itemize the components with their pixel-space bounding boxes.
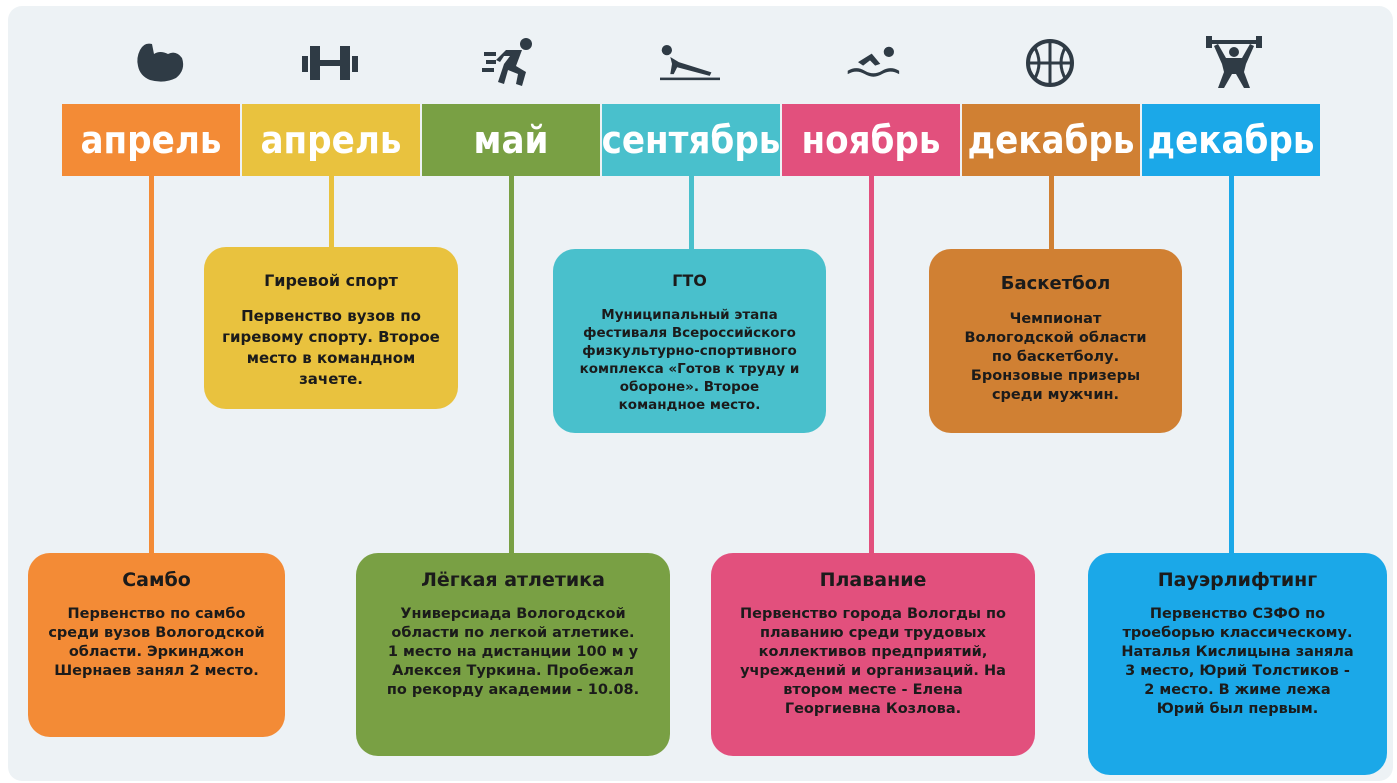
month-label: декабрь [962,104,1140,176]
event-card-powerlifting: Пауэрлифтинг Первенство СЗФО по троеборь… [1088,553,1387,775]
month-label: апрель [242,104,420,176]
event-text: Универсиада Вологодской области по легко… [386,606,640,698]
runner-icon [482,36,542,90]
event-text: Чемпионат Вологодской области по баскетб… [964,311,1147,403]
event-title: Самбо [122,569,191,591]
connector-line [1049,176,1054,250]
month-label: апрель [62,104,240,176]
event-title: Лёгкая атлетика [421,569,605,591]
event-card-sambo: Самбо Первенство по самбо среди вузов Во… [28,553,285,737]
month-label: май [422,104,600,176]
swimmer-icon [846,36,906,90]
connector-line [1229,176,1234,554]
event-text: Муниципальный этапа фестиваля Всероссийс… [579,307,800,413]
connector-line [869,176,874,554]
weightlifter-icon [1204,36,1264,90]
event-card-swimming: Плавание Первенство города Вологды по пл… [711,553,1035,756]
event-text: Первенство вузов по гиревому спорту. Вто… [222,307,440,388]
event-card-gto: ГТО Муниципальный этапа фестиваля Всерос… [553,249,826,433]
event-card-kettlebell: Гиревой спорт Первенство вузов по гирево… [204,247,458,409]
event-title: Баскетбол [1000,273,1111,294]
dumbbell-icon [300,36,360,90]
event-title: ГТО [672,271,707,290]
month-label: ноябрь [782,104,960,176]
connector-line [149,176,154,554]
event-title: Пауэрлифтинг [1157,569,1318,591]
connector-line [329,176,334,248]
event-text: Первенство по самбо среди вузов Вологодс… [48,606,265,679]
event-card-athletics: Лёгкая атлетика Универсиада Вологодской … [356,553,670,756]
event-card-basketball: Баскетбол Чемпионат Вологодской области … [929,249,1182,433]
connector-line [689,176,694,250]
month-label: декабрь [1142,104,1320,176]
event-title: Гиревой спорт [264,271,398,290]
event-title: Плавание [819,569,927,591]
basketball-icon [1020,36,1080,90]
biceps-icon [130,36,190,90]
month-label: сентябрь [602,104,780,176]
pushup-icon [660,36,720,90]
event-text: Первенство города Вологды по плаванию ср… [739,606,1006,717]
connector-line [509,176,514,554]
event-text: Первенство СЗФО по троеборью классическо… [1121,606,1354,717]
